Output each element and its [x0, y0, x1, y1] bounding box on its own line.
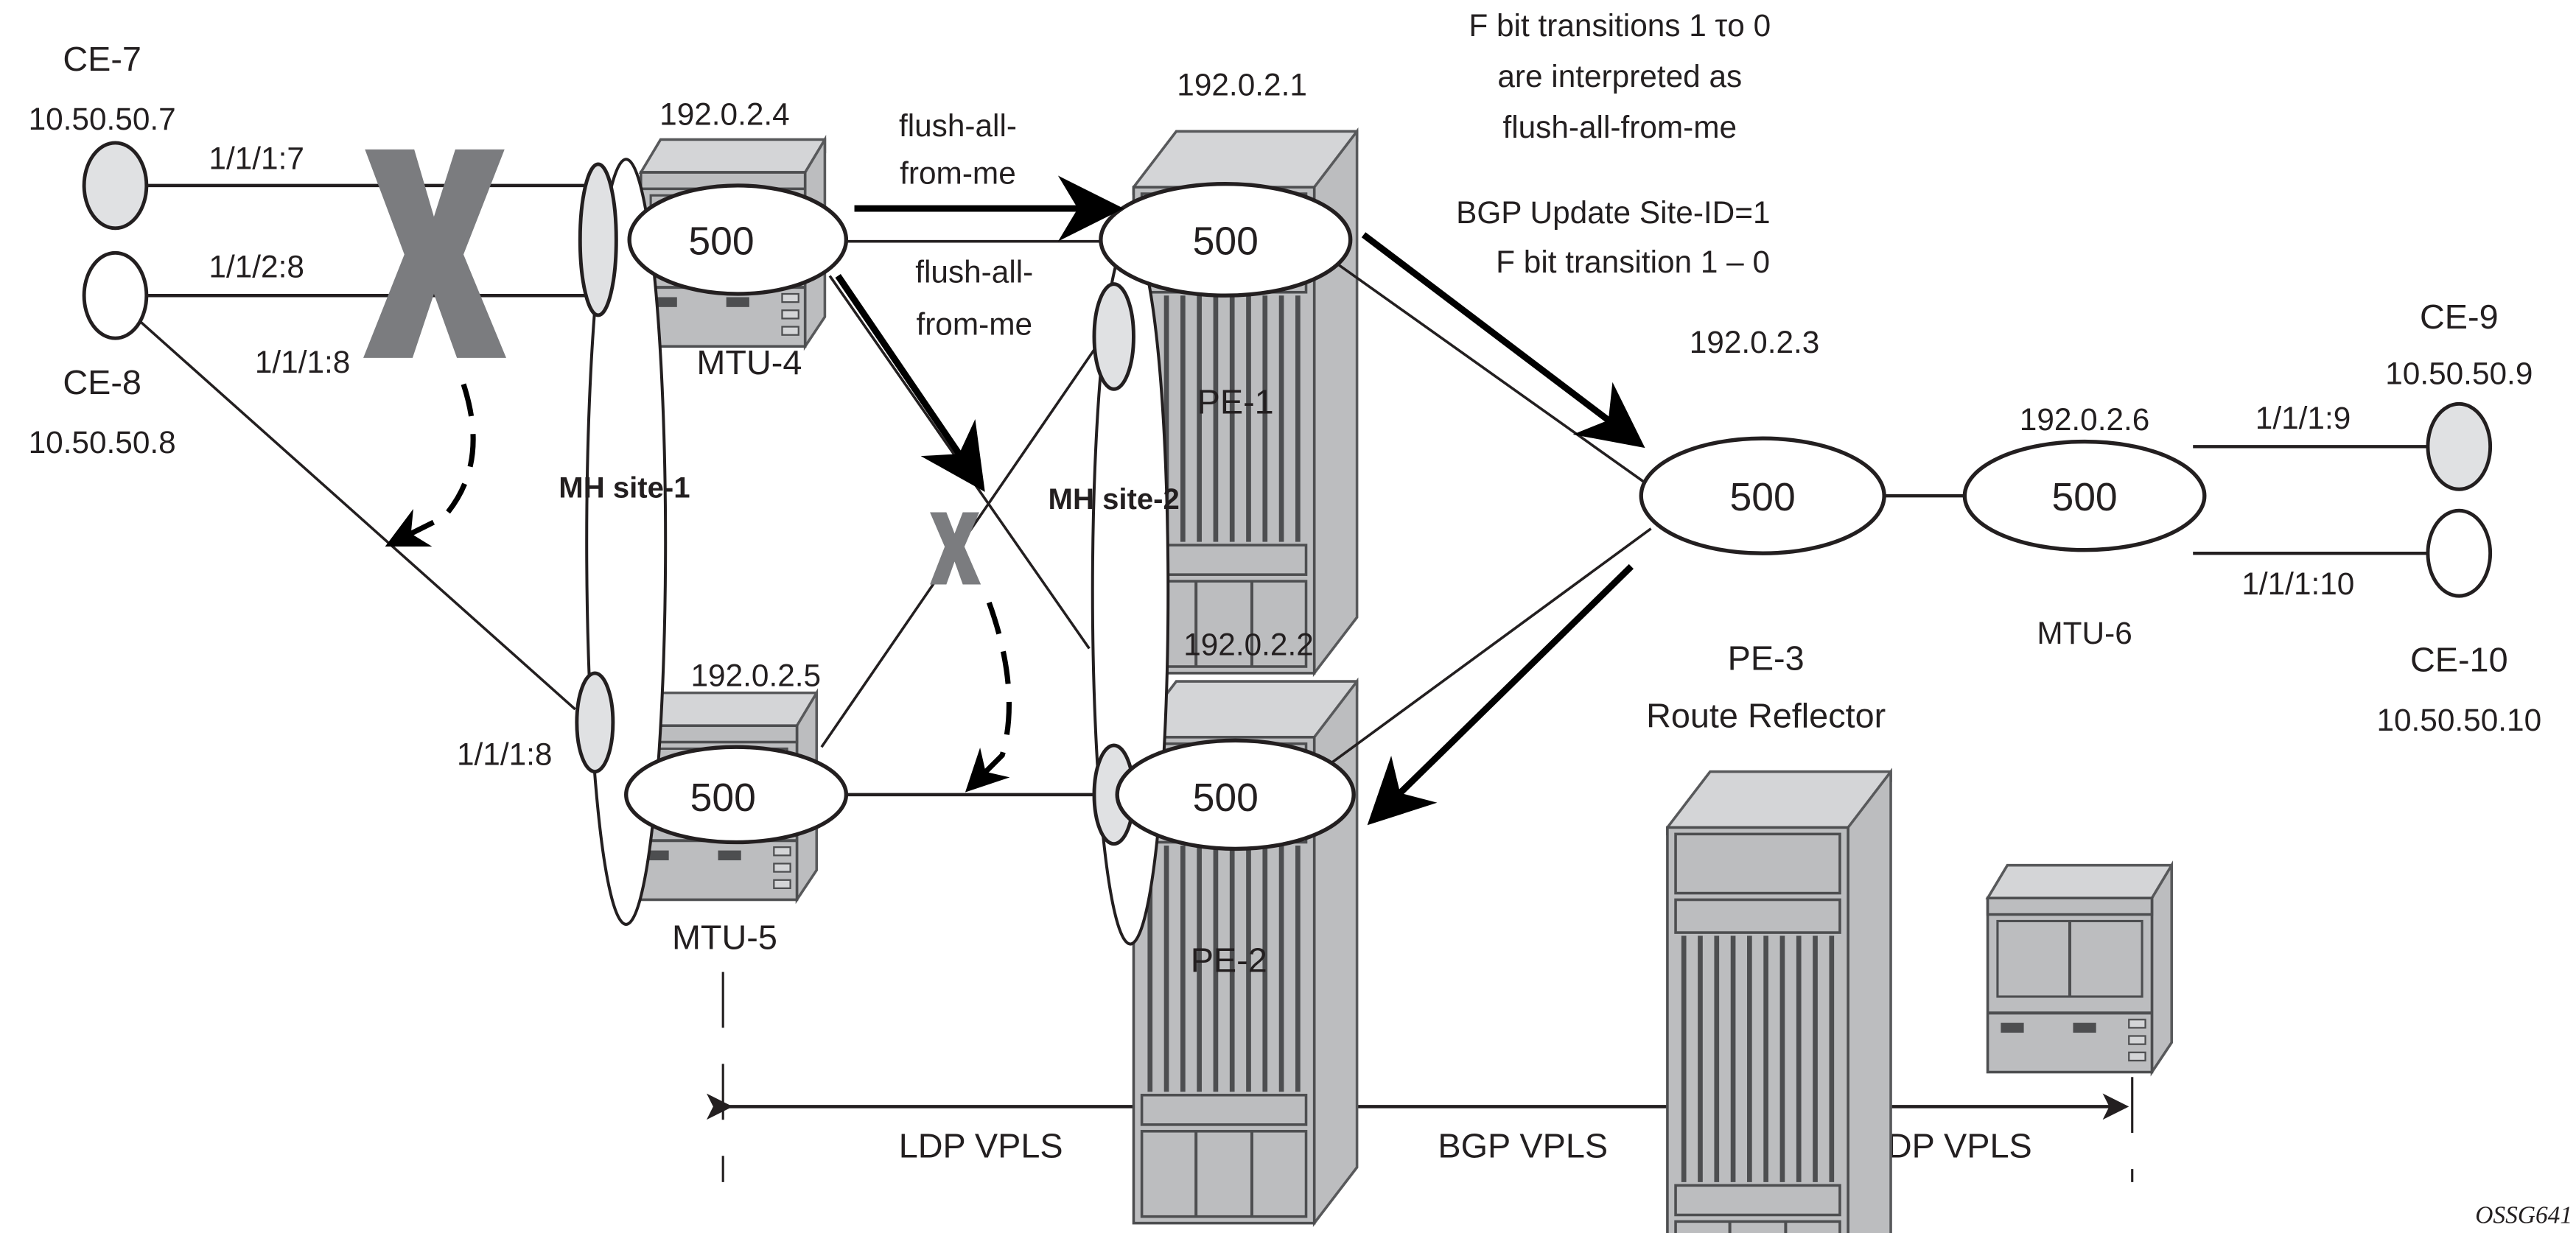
pe1-service[interactable]: 500: [1099, 181, 1353, 298]
bgp-update-arrow-pe3-pe2: [1367, 563, 1634, 826]
ce10-name: CE-10: [2410, 641, 2508, 679]
pe1-service-id: 500: [1193, 219, 1259, 263]
failure-x-small-icon: [930, 512, 981, 585]
mtu6-ip: 192.0.2.6: [2020, 402, 2150, 437]
f-bit-note-line2: are interpreted as: [1497, 59, 1742, 94]
figure-id: OSSG641: [2475, 1202, 2572, 1229]
sap-label-mtu6-ce9: 1/1/1:9: [2255, 401, 2351, 435]
ce8-node[interactable]: [82, 250, 149, 340]
ce10-node[interactable]: [2426, 508, 2493, 598]
pe2-ip: 192.0.2.2: [1183, 627, 1314, 661]
pe3-service[interactable]: 500: [1639, 436, 1886, 555]
pe3-ip: 192.0.2.3: [1690, 325, 1820, 359]
ce9-name: CE-9: [2420, 298, 2499, 336]
pe1-ip: 192.0.2.1: [1177, 67, 1307, 102]
mh-site-2-label: MH site-2: [1049, 482, 1180, 516]
domain-label-bgp: BGP VPLS: [1438, 1126, 1608, 1164]
mtu6-device-icon: [1988, 865, 2172, 1072]
flush-note-pe1-line1: flush-all-: [899, 108, 1017, 143]
failover-arrow-ce8: [385, 383, 476, 547]
pe1-name: PE-1: [1197, 383, 1274, 421]
pe2-service[interactable]: 500: [1115, 738, 1356, 851]
flush-note-pe1-line2: from-me: [900, 156, 1016, 191]
link-ce8-mtu5: [134, 315, 576, 711]
sap-label-ce8-mtu5-upper: 1/1/1:8: [255, 345, 351, 379]
failure-x-icon: [363, 149, 506, 358]
sap-label-ce7-mtu4: 1/1/1:7: [209, 141, 304, 176]
ce9-ip: 10.50.50.9: [2385, 356, 2533, 391]
f-bit-note-line3: flush-all-from-me: [1502, 110, 1737, 144]
ce10-ip: 10.50.50.10: [2376, 703, 2541, 737]
mtu6-service[interactable]: 500: [1962, 439, 2207, 552]
mtu6-name: MTU-6: [2037, 616, 2132, 650]
pe3-service-id: 500: [1730, 476, 1796, 519]
mtu4-service-id: 500: [688, 219, 754, 263]
bgp-update-note-line1: BGP Update Site-ID=1: [1456, 195, 1770, 230]
sap-label-ce8-mtu5-lower: 1/1/1:8: [457, 737, 553, 772]
mtu5-ip: 192.0.2.5: [690, 658, 821, 693]
flush-arrow-mtu4-pe2: [835, 273, 985, 492]
sap-label-mtu6-ce10: 1/1/1:10: [2241, 566, 2354, 601]
mtu4-service[interactable]: 500: [627, 183, 849, 296]
ce7-node[interactable]: [82, 141, 149, 231]
mtu5-service[interactable]: 500: [624, 745, 849, 845]
domain-label-ldp-right: LDP VPLS: [1868, 1126, 2032, 1164]
pe3-device-icon: [1667, 772, 1891, 1233]
mtu6-service-id: 500: [2051, 476, 2117, 519]
bgp-update-arrow-pe1-pe3: [1361, 232, 1645, 449]
failover-arrow-mtu5: [965, 601, 1012, 793]
pe2-service-id: 500: [1193, 776, 1259, 820]
ce9-node[interactable]: [2426, 401, 2493, 491]
sap-mtu4-ce-ports: [578, 162, 618, 317]
sap-pe1-spoke: [1092, 282, 1135, 391]
ce8-name: CE-8: [63, 363, 141, 401]
pw-pe1-pe3: [1334, 261, 1656, 491]
pw-pe2-pe3: [1329, 527, 1652, 765]
mtu5-service-id: 500: [690, 776, 756, 820]
ce7-ip: 10.50.50.7: [29, 102, 176, 136]
ce7-name: CE-7: [63, 40, 141, 78]
mtu4-name: MTU-4: [696, 343, 802, 382]
domain-boundaries: LDP VPLS BGP VPLS LDP VPLS: [706, 972, 2134, 1182]
flush-note-pe2-line1: flush-all-: [915, 254, 1033, 289]
domain-label-ldp-left: LDP VPLS: [899, 1126, 1063, 1164]
mtu4-ip: 192.0.2.4: [659, 96, 790, 131]
pe3-role: Route Reflector: [1646, 696, 1886, 734]
sap-label-ce8-mtu4: 1/1/2:8: [209, 250, 304, 284]
mh-site-1-label: MH site-1: [559, 471, 690, 504]
pe3-name: PE-3: [1728, 639, 1805, 677]
flush-note-pe2-line2: from-me: [916, 307, 1032, 342]
sap-mtu5-ce8-port: [575, 671, 615, 774]
f-bit-note-line1: F bit transitions 1 τo 0: [1469, 8, 1771, 43]
bgp-update-note-line2: F bit transition 1 – 0: [1496, 245, 1770, 279]
mtu5-name: MTU-5: [672, 918, 777, 956]
ce8-ip: 10.50.50.8: [29, 425, 176, 460]
pe2-name: PE-2: [1191, 941, 1267, 980]
